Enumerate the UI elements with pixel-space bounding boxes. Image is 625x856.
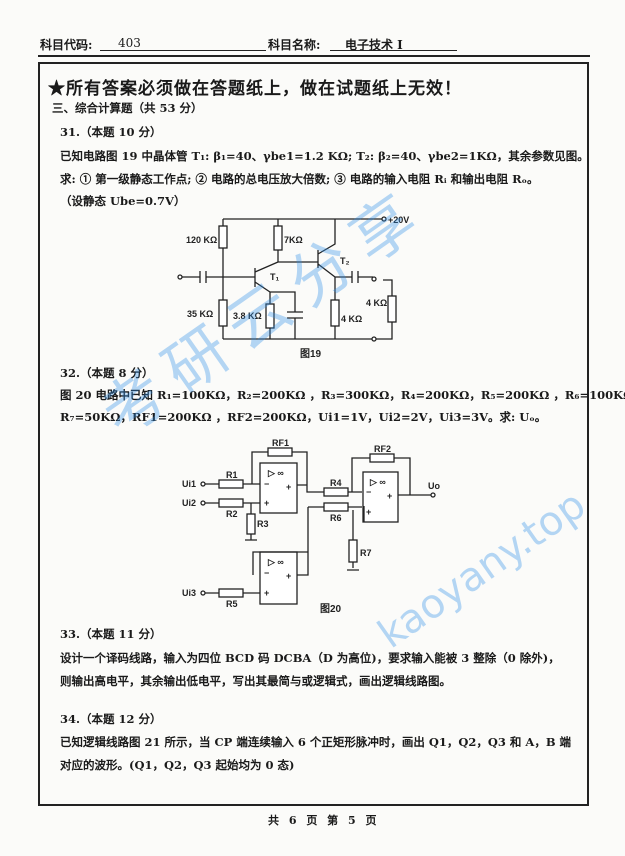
opamp1-out: + xyxy=(286,482,291,492)
ui2-label: Ui2 xyxy=(182,498,196,508)
answer-frame xyxy=(38,62,589,806)
opamp3-out: + xyxy=(286,571,291,581)
subject-name-label: 科目名称: xyxy=(268,38,321,52)
underline xyxy=(100,50,266,51)
q31-line: （设静态 Ube=0.7V） xyxy=(60,194,186,208)
r-120k-label: 120 KΩ xyxy=(186,235,217,245)
opamp3-minus: − xyxy=(264,568,269,578)
q33-line: 则输出高电平，其余输出低电平，写出其最简与或逻辑式，画出逻辑线路图。 xyxy=(60,674,451,688)
q32-line: R₇=50KΩ，RF1=200KΩ ，RF2=200KΩ，Ui1=1V，Ui2=… xyxy=(60,410,547,424)
underline xyxy=(330,50,457,51)
t1-label: T₁ xyxy=(270,272,279,282)
r4-label: R4 xyxy=(330,478,342,488)
r7-label: R7 xyxy=(360,548,372,558)
r-load-label: 4 KΩ xyxy=(366,298,387,308)
r1-label: R1 xyxy=(226,470,238,480)
notice: ★所有答案必须做在答题纸上，做在试题纸上无效！ xyxy=(48,79,462,99)
header-rule xyxy=(38,55,590,57)
q31-title: 31.（本题 10 分） xyxy=(60,125,162,139)
figure-19 xyxy=(177,216,397,342)
t2-label: T₂ xyxy=(340,256,350,266)
subject-code-label: 科目代码: xyxy=(40,38,93,52)
subject-code-value: 403 xyxy=(118,36,141,50)
opamp1-minus: − xyxy=(264,479,269,489)
opamp1-plus: + xyxy=(264,498,269,508)
q33-title: 33.（本题 11 分） xyxy=(60,627,162,641)
opamp2-minus: − xyxy=(366,487,371,497)
section-title: 三、综合计算题（共 53 分） xyxy=(52,101,203,115)
opamp3-symbol: ▷ ∞ xyxy=(267,557,284,567)
q32-line: 图 20 电路中已知 R₁=100KΩ，R₂=200KΩ ，R₃=300KΩ，R… xyxy=(60,388,625,402)
figure-20 xyxy=(200,447,436,605)
q32-title: 32.（本题 8 分） xyxy=(60,366,154,380)
r2-label: R2 xyxy=(226,509,238,519)
q31-line: 求: ① 第一级静态工作点; ② 电路的总电压放大倍数; ③ 电路的输入电阻 R… xyxy=(60,172,539,186)
rf1-label: RF1 xyxy=(272,438,289,448)
opamp3-plus: + xyxy=(264,588,269,598)
q31-line: 已知电路图 19 中晶体管 T₁: β₁=40、γbe1=1.2 KΩ; T₂:… xyxy=(60,149,589,163)
r-3.8k-label: 3.8 KΩ xyxy=(233,311,262,321)
opamp2-symbol: ▷ ∞ xyxy=(369,477,386,487)
page-footer: 共 6 页 第 5 页 xyxy=(268,814,377,827)
r-35k-label: 35 KΩ xyxy=(187,309,213,319)
r-4k-label: 4 KΩ xyxy=(341,314,362,324)
subject-name-value: 电子技术 I xyxy=(345,38,403,52)
ui1-label: Ui1 xyxy=(182,479,196,489)
opamp2-plus: + xyxy=(366,507,371,517)
figure-20-caption: 图20 xyxy=(320,603,342,615)
opamp1-symbol: ▷ ∞ xyxy=(267,468,284,478)
opamp2-out: + xyxy=(387,491,392,501)
uo-label: Uo xyxy=(428,481,440,491)
q34-line: 已知逻辑线路图 21 所示，当 CP 端连续输入 6 个正矩形脉冲时，画出 Q1… xyxy=(60,735,572,749)
r5-label: R5 xyxy=(226,599,238,609)
figure-19-caption: 图19 xyxy=(300,348,322,360)
q33-line: 设计一个译码线路，输入为四位 BCD 码 DCBA（D 为高位)，要求输入能被 … xyxy=(60,651,560,665)
r6-label: R6 xyxy=(330,513,342,523)
r-7k-label: 7KΩ xyxy=(284,235,303,245)
r3-label: R3 xyxy=(257,519,269,529)
ui3-label: Ui3 xyxy=(182,588,196,598)
supply-label: +20V xyxy=(388,215,409,225)
q34-line: 对应的波形。(Q1，Q2，Q3 起始均为 0 态) xyxy=(60,758,295,772)
rf2-label: RF2 xyxy=(374,444,391,454)
q34-title: 34.（本题 12 分） xyxy=(60,712,162,726)
